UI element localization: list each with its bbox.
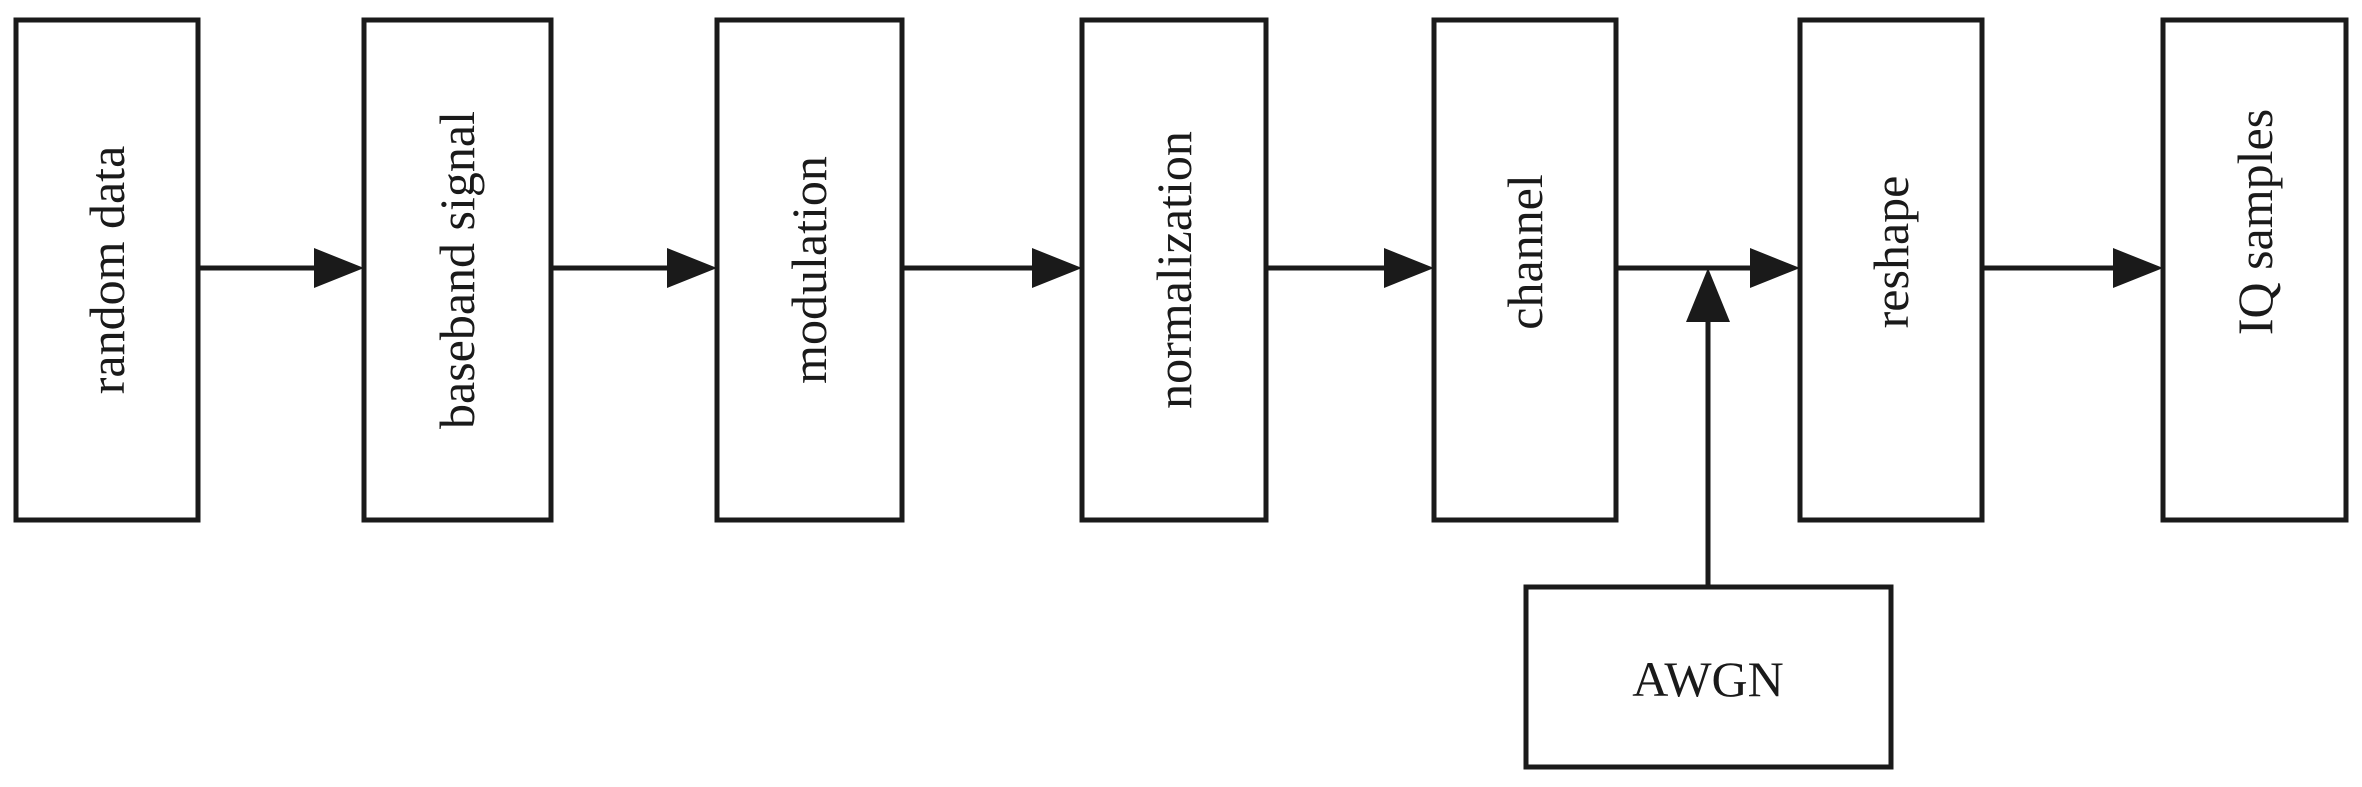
arrow-reshape-to-iq-samples (1982, 248, 2163, 288)
block-label-iq-samples: IQ samples (2227, 109, 2283, 335)
block-label-modulation: modulation (781, 156, 837, 384)
block-label-random-data: random data (79, 146, 135, 395)
block-awgn: AWGN (1523, 584, 1894, 770)
block-baseband-signal: baseband signal (361, 17, 554, 523)
block-label-awgn: AWGN (1632, 651, 1784, 707)
block-channel: channel (1431, 17, 1619, 523)
arrow-awgn-to-signal-path (1686, 268, 1730, 587)
block-label-normalization: normalization (1146, 131, 1202, 409)
arrow-random-data-to-baseband-signal (198, 248, 364, 288)
arrow-modulation-to-normalization (902, 248, 1082, 288)
block-reshape: reshape (1797, 17, 1985, 523)
block-label-reshape: reshape (1863, 176, 1919, 329)
block-iq-samples: IQ samples (2160, 17, 2349, 523)
block-normalization: normalization (1079, 17, 1269, 523)
block-label-baseband-signal: baseband signal (429, 111, 485, 429)
arrow-baseband-signal-to-modulation (551, 248, 717, 288)
block-random-data: random data (13, 17, 201, 523)
block-modulation: modulation (714, 17, 905, 523)
arrow-channel-to-reshape (1616, 248, 1800, 288)
arrow-normalization-to-channel (1266, 248, 1434, 288)
block-label-channel: channel (1497, 174, 1553, 329)
